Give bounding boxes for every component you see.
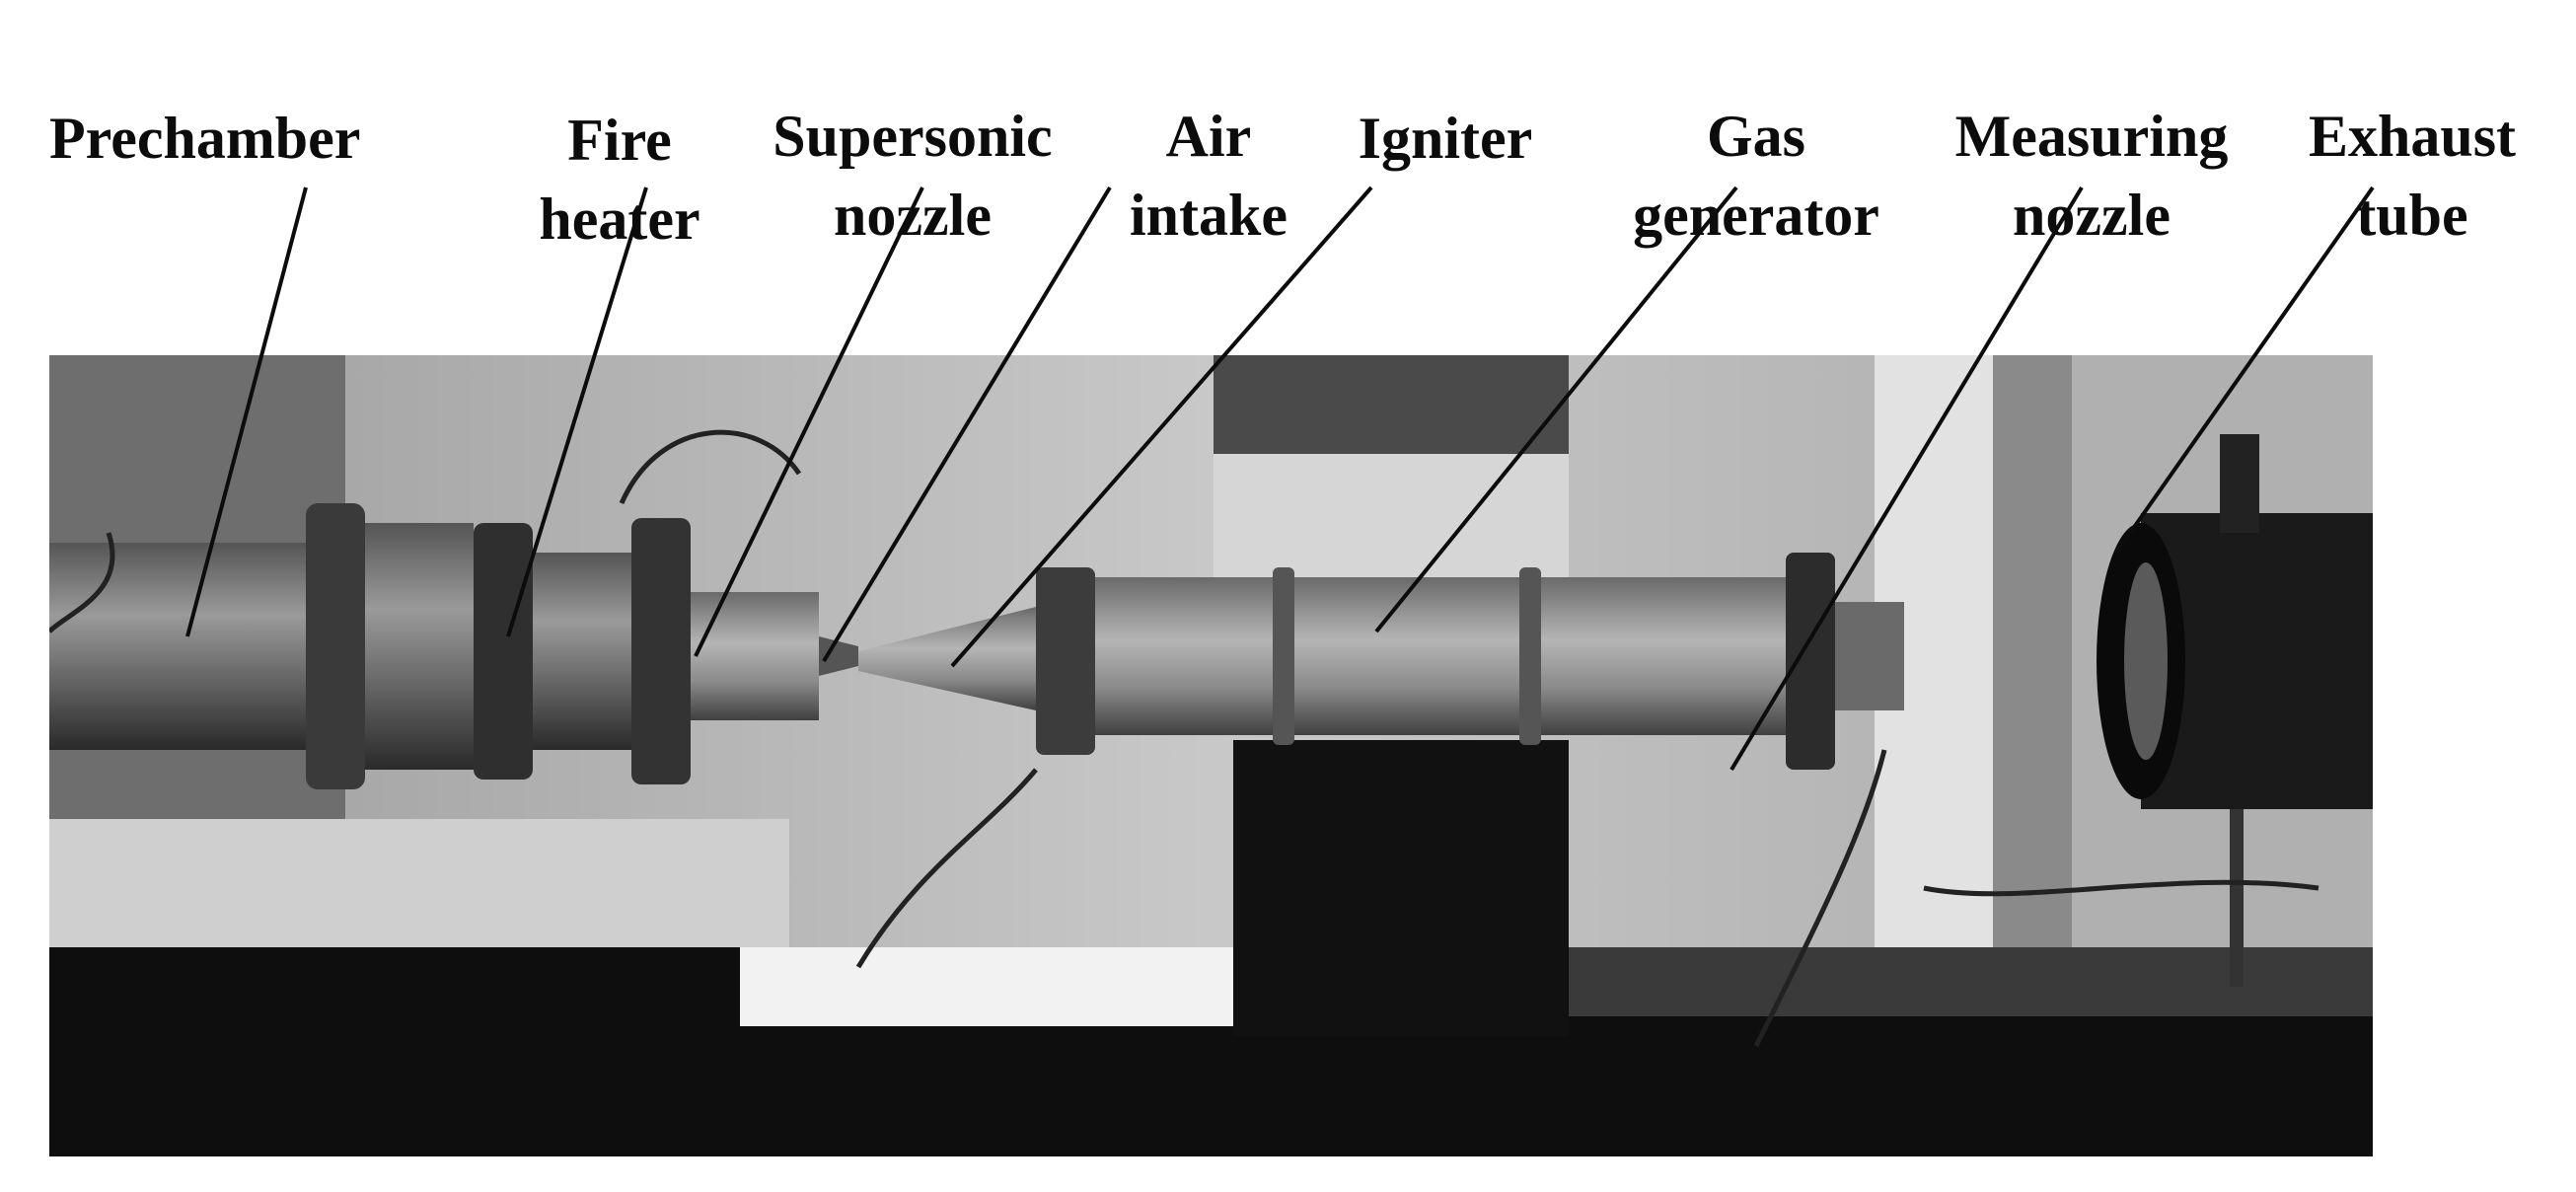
label-fire-heater: Fire heater xyxy=(511,22,728,259)
label-gas-generator-text: Gas generator xyxy=(1633,104,1879,248)
gas-generator-body xyxy=(1095,577,1786,735)
label-measuring-nozzle: Measuring nozzle xyxy=(1929,18,2254,255)
supersonic-nozzle-body xyxy=(691,592,819,720)
prechamber-body xyxy=(49,543,345,750)
generator-stand xyxy=(1233,740,1569,1036)
fire-heater-body xyxy=(533,553,631,750)
label-gas-generator: Gas generator xyxy=(1608,18,1904,255)
label-igniter: Igniter xyxy=(1337,99,1554,178)
label-supersonic-nozzle: Supersonic nozzle xyxy=(750,18,1075,255)
label-air-intake: Air intake xyxy=(1100,18,1317,255)
label-exhaust-tube: Exhaust tube xyxy=(2279,18,2545,255)
label-air-intake-text: Air intake xyxy=(1129,104,1288,248)
label-prechamber-text: Prechamber xyxy=(49,106,361,171)
label-supersonic-nozzle-text: Supersonic nozzle xyxy=(773,104,1053,248)
label-measuring-nozzle-text: Measuring nozzle xyxy=(1954,104,2229,248)
label-exhaust-tube-text: Exhaust tube xyxy=(2308,104,2517,248)
label-igniter-text: Igniter xyxy=(1358,106,1533,171)
test-rig-photo xyxy=(49,355,2373,1156)
left-bench xyxy=(49,819,789,957)
measuring-nozzle-body xyxy=(1835,602,1904,710)
label-prechamber: Prechamber xyxy=(49,99,360,178)
label-fire-heater-text: Fire heater xyxy=(539,108,700,252)
